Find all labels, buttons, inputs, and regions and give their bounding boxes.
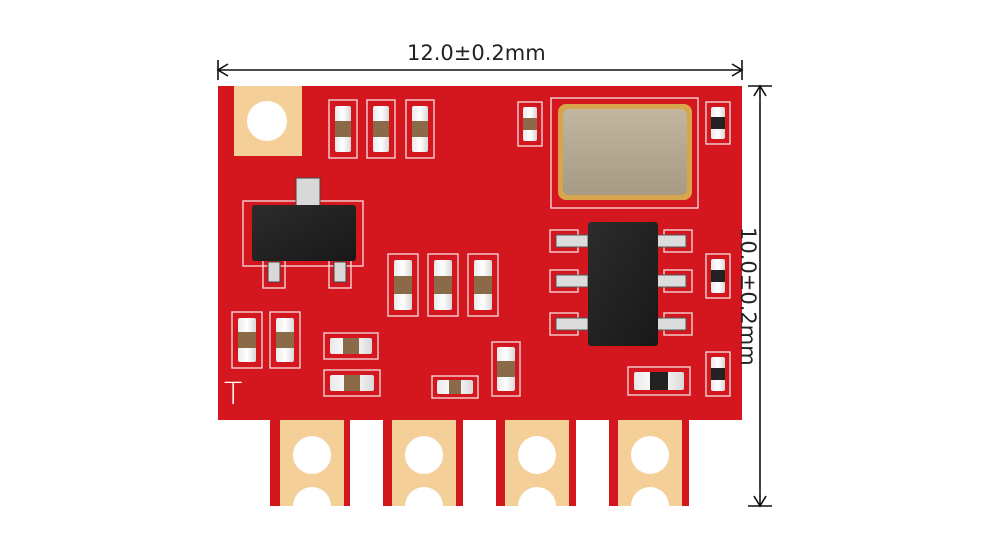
horizontal-capacitor	[431, 375, 479, 399]
soic8-chip	[549, 222, 693, 346]
crystal-oscillator	[550, 97, 699, 209]
height-dimension-label: 10.0±0.2mm	[736, 227, 760, 366]
vertical-capacitor	[328, 99, 358, 159]
vertical-capacitor	[387, 253, 419, 317]
vertical-capacitor	[467, 253, 499, 317]
edge-pad-3	[505, 420, 569, 506]
vertical-capacitor	[231, 311, 263, 369]
mounting-pad	[234, 86, 302, 156]
height-dimension-line	[748, 84, 772, 508]
vertical-resistor	[705, 351, 731, 397]
vertical-capacitor	[269, 311, 301, 369]
edge-pad-4	[618, 420, 682, 506]
edge-pad-2	[392, 420, 456, 506]
horizontal-capacitor	[323, 332, 379, 360]
vertical-resistor	[705, 253, 731, 299]
width-dimension-line	[216, 60, 744, 80]
silkscreen-text: T	[224, 377, 243, 412]
vertical-capacitor	[491, 341, 521, 397]
vertical-capacitor	[405, 99, 435, 159]
vertical-capacitor	[517, 101, 543, 147]
vertical-capacitor	[427, 253, 459, 317]
horizontal-resistor	[627, 366, 691, 396]
vertical-capacitor	[366, 99, 396, 159]
vertical-resistor	[705, 101, 731, 145]
horizontal-capacitor	[323, 369, 381, 397]
edge-pad-1	[280, 420, 344, 506]
sot23-transistor	[242, 177, 364, 289]
width-dimension-label: 12.0±0.2mm	[407, 41, 546, 65]
